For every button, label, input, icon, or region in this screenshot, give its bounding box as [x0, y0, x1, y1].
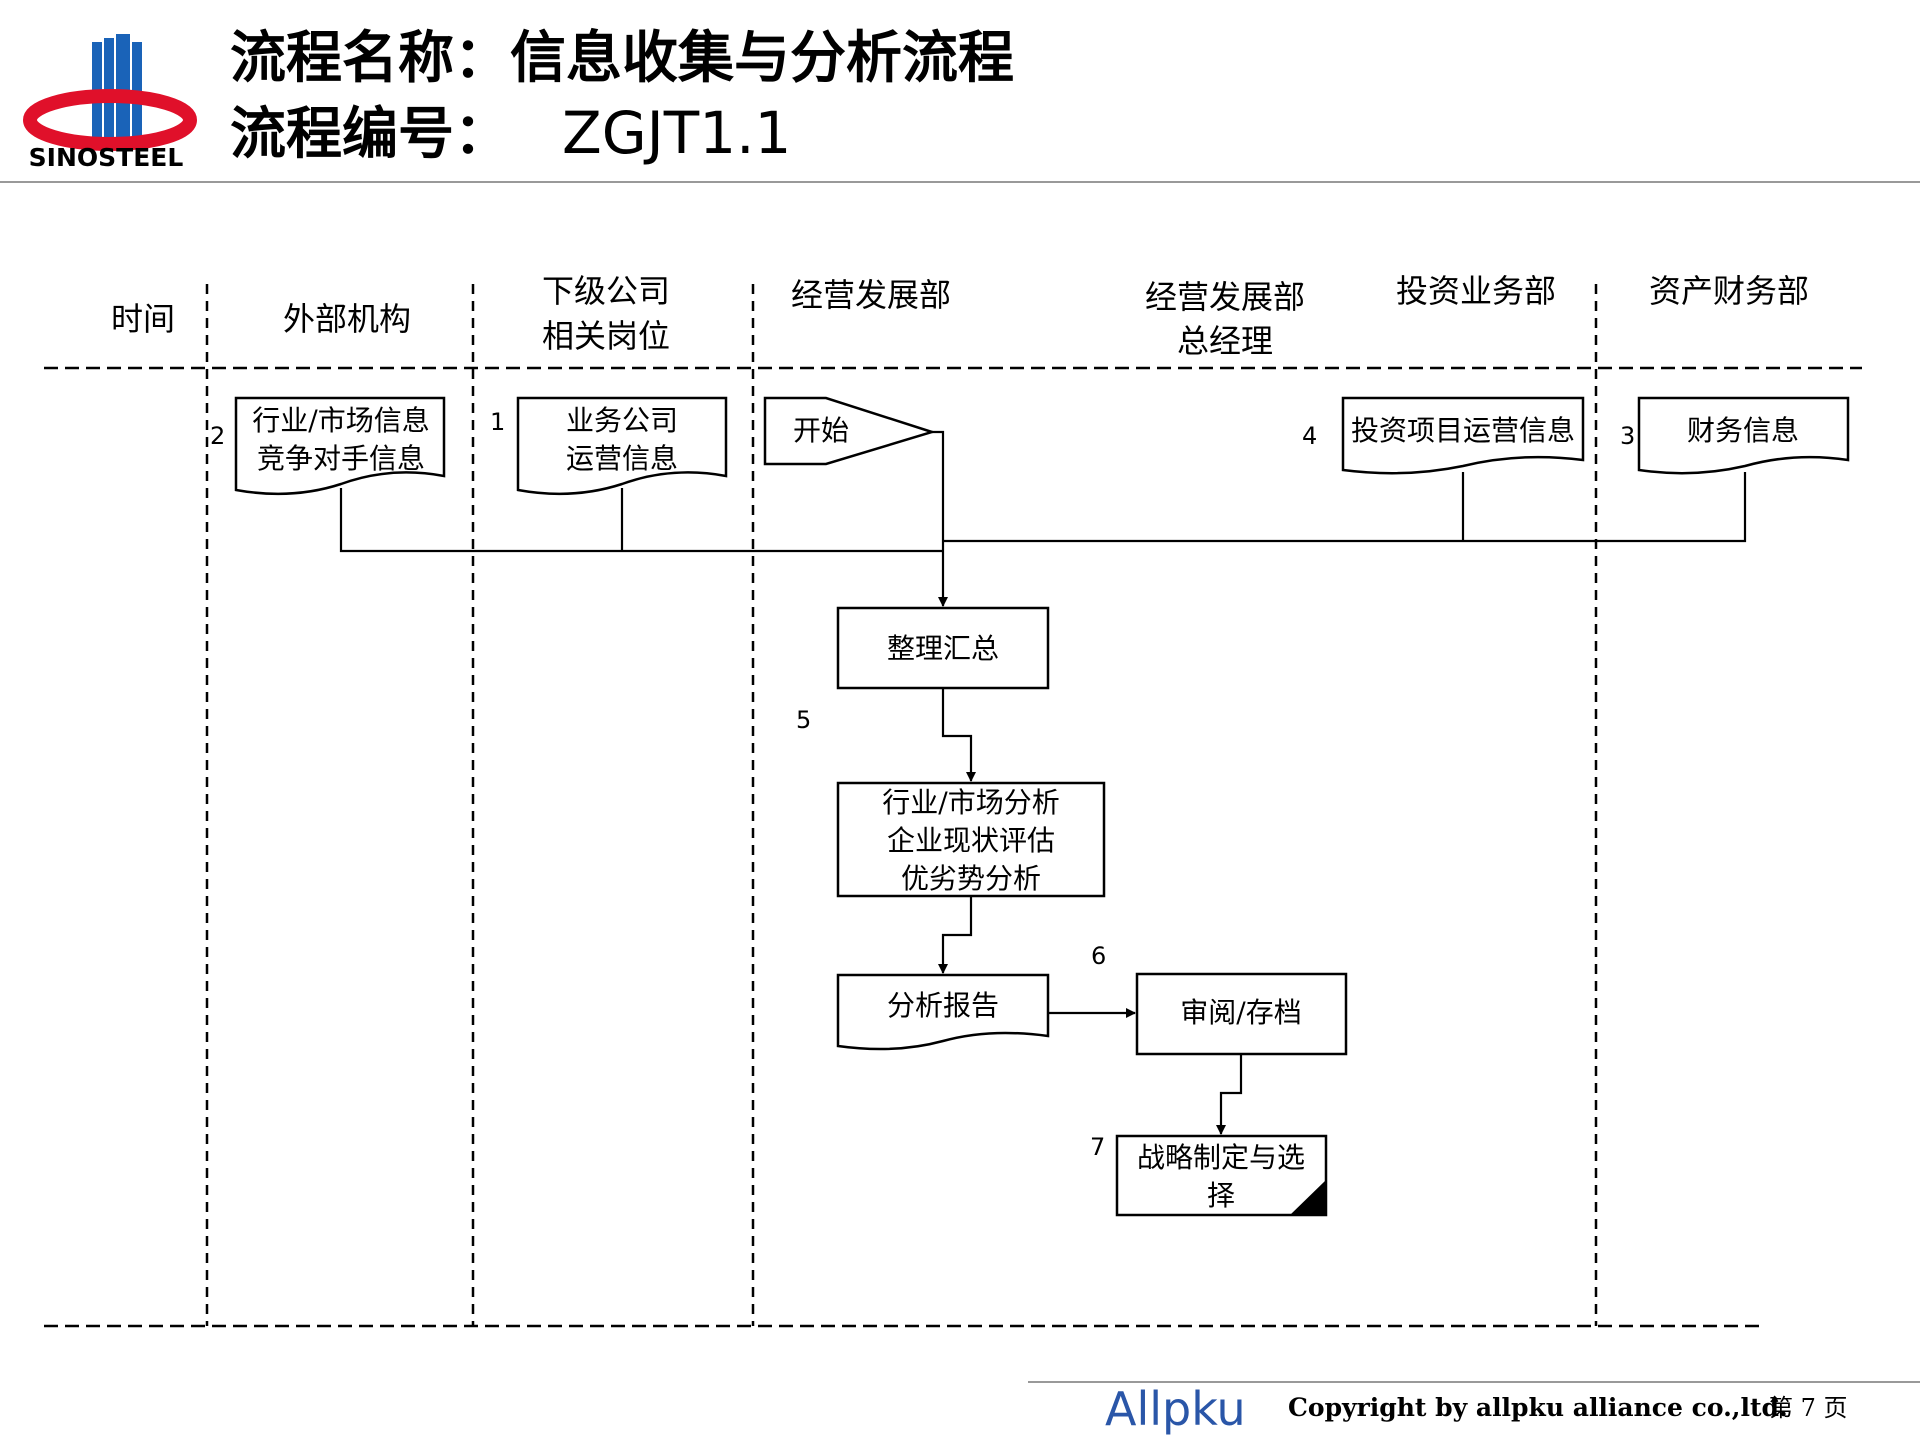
lane-headers: 时间 外部机构 下级公司 相关岗位 经营发展部 经营发展部 总经理 投资业务部 … [111, 272, 1809, 360]
lane-header-invest: 投资业务部 [1396, 272, 1556, 310]
report-document: 分析报告 [836, 973, 1050, 1051]
subsidiary-doc-line1: 业务公司 [566, 404, 678, 437]
process-code-value: ZGJT1.1 [562, 99, 791, 167]
lane-dividers [44, 284, 1862, 1328]
step-numbers: 2 1 4 3 5 6 7 [210, 408, 1635, 1161]
lane-header-gm-line1: 经营发展部 [1145, 278, 1305, 316]
step-number-7: 7 [1090, 1133, 1105, 1161]
logo-text: SINOSTEEL [29, 143, 184, 172]
subsidiary-info-document: 业务公司 运营信息 [516, 396, 728, 496]
summarize-label: 整理汇总 [887, 632, 999, 665]
sinosteel-logo: SINOSTEEL [23, 34, 197, 172]
external-doc-line2: 竞争对手信息 [257, 442, 425, 475]
step-number-4: 4 [1302, 422, 1317, 450]
lane-header-ops: 经营发展部 [791, 276, 951, 314]
lane-header-external: 外部机构 [283, 300, 411, 338]
lane-header-time: 时间 [111, 300, 175, 338]
analysis-line2: 企业现状评估 [887, 824, 1055, 857]
invest-info-document: 投资项目运营信息 [1341, 396, 1585, 475]
allpku-logo: Allpku [1105, 1382, 1246, 1436]
lane-header-subsidiary-line1: 下级公司 [542, 272, 670, 310]
process-name-title: 流程名称：信息收集与分析流程 [230, 25, 1014, 91]
step-number-5: 5 [796, 706, 811, 734]
process-code-label: 流程编号： [230, 101, 510, 167]
finance-info-document: 财务信息 [1637, 396, 1850, 475]
lane-header-gm-line2: 总经理 [1177, 322, 1273, 360]
step-number-2: 2 [210, 422, 225, 450]
step-number-3: 3 [1620, 422, 1635, 450]
invest-doc-label: 投资项目运营信息 [1351, 414, 1575, 447]
step-number-6: 6 [1091, 942, 1106, 970]
footer-brand: Allpku [1105, 1382, 1246, 1436]
footer-page-number: 第 7 页 [1769, 1394, 1848, 1422]
strategy-line1: 战略制定与选 [1137, 1141, 1305, 1174]
finance-doc-label: 财务信息 [1687, 414, 1799, 447]
external-doc-line1: 行业/市场信息 [252, 404, 429, 437]
external-info-document: 行业/市场信息 竞争对手信息 [234, 396, 446, 496]
review-label: 审阅/存档 [1180, 996, 1301, 1029]
summarize-process: 整理汇总 [836, 606, 1050, 690]
strategy-process: 战略制定与选 择 [1115, 1134, 1328, 1217]
lane-header-subsidiary-line2: 相关岗位 [542, 317, 670, 355]
review-archive-process: 审阅/存档 [1135, 972, 1348, 1056]
start-node: 开始 [763, 396, 937, 466]
start-label: 开始 [793, 414, 849, 447]
footer-copyright: Copyright by allpku alliance co.,ltd. [1288, 1393, 1788, 1422]
subsidiary-doc-line2: 运营信息 [566, 442, 678, 475]
strategy-line2: 择 [1207, 1179, 1235, 1212]
analysis-line1: 行业/市场分析 [882, 786, 1059, 819]
lane-header-finance: 资产财务部 [1649, 272, 1809, 310]
report-label: 分析报告 [887, 989, 999, 1022]
analysis-process: 行业/市场分析 企业现状评估 优劣势分析 [836, 781, 1106, 898]
analysis-line3: 优劣势分析 [901, 862, 1041, 895]
step-number-1: 1 [490, 408, 505, 436]
